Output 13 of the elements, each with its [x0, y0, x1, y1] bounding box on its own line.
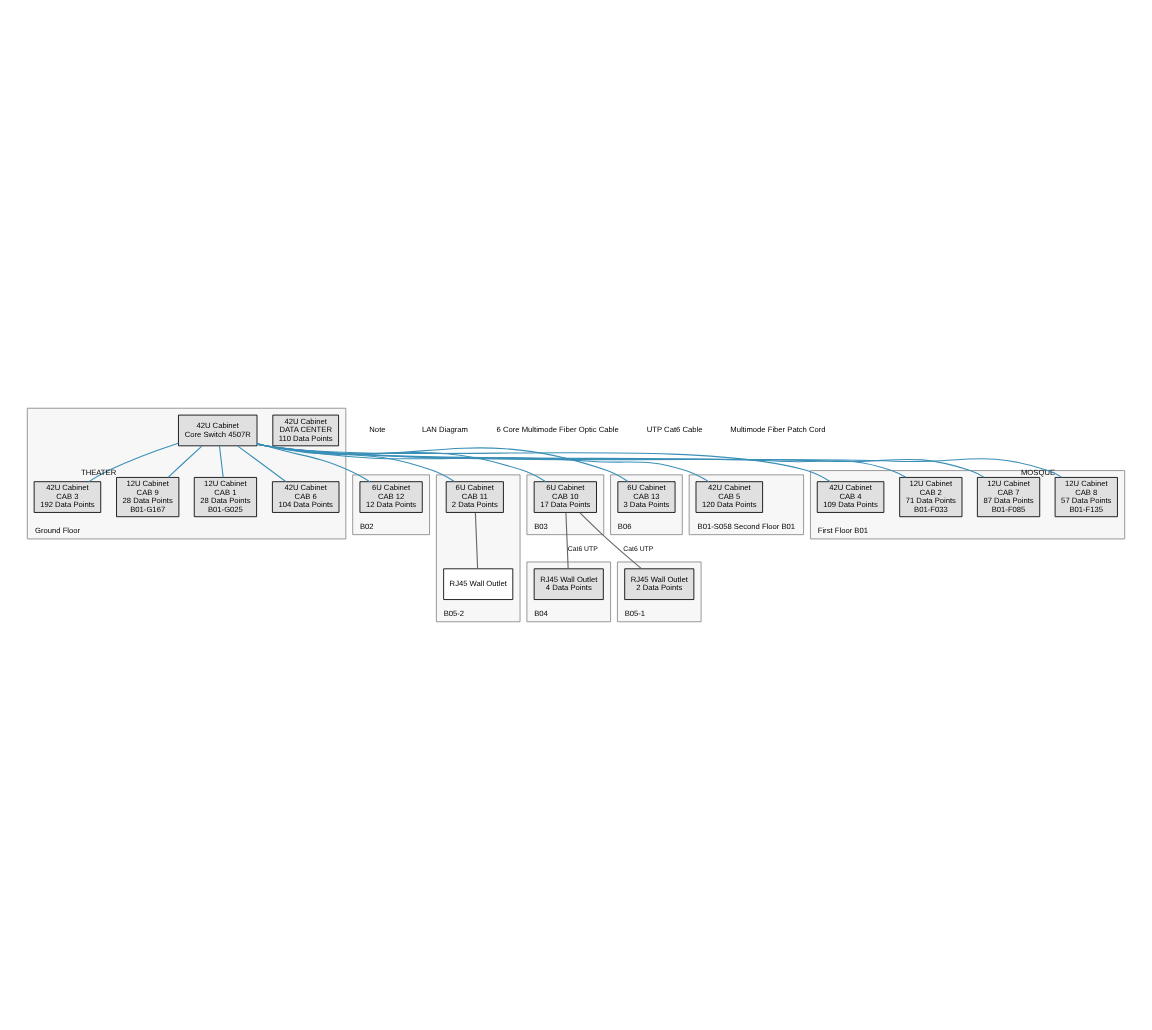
- connector: [218, 445, 224, 478]
- connector: [256, 443, 831, 483]
- connector: [256, 442, 371, 483]
- connector: [474, 512, 479, 570]
- connector: [256, 443, 455, 482]
- connector: [236, 445, 287, 483]
- connector: [256, 443, 629, 482]
- connector: [565, 512, 569, 570]
- connector: [88, 442, 179, 483]
- connector: [256, 443, 546, 482]
- connector: [579, 512, 642, 570]
- connector: [167, 445, 203, 478]
- connector: [256, 443, 710, 483]
